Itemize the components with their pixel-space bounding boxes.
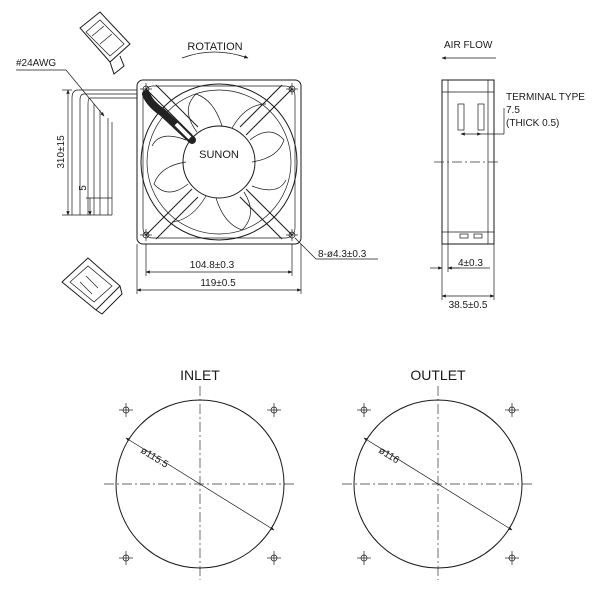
- outlet-circle: [353, 399, 523, 569]
- outlet-hole-marks: [357, 403, 519, 565]
- rotation-label: ROTATION: [187, 41, 242, 53]
- front-view: SUNON: [16, 41, 378, 294]
- lead-length-dim: 310±15: [56, 135, 67, 169]
- terminal-connector-top: [79, 11, 131, 75]
- hub: [182, 125, 256, 199]
- rotation-arrow: [181, 51, 249, 59]
- terminal-type-label: TERMINAL TYPE: [506, 92, 585, 103]
- venturi-ring: [140, 83, 298, 241]
- mount-holes-dim: 8-ø4.3±0.3: [318, 249, 367, 260]
- inlet-circle: [115, 399, 285, 569]
- terminal-pin: [477, 103, 485, 131]
- terminal-thick-label: (THICK 0.5): [506, 118, 559, 129]
- outlet-view: OUTLET ø116: [342, 367, 534, 580]
- inlet-hole-marks: [119, 403, 281, 565]
- outlet-diameter-line: [363, 437, 513, 531]
- air-flow-label: AIR FLOW: [444, 40, 493, 51]
- inlet-diameter-line: [125, 437, 275, 531]
- side-view: AIR FLOW TERMINAL TYPE 7.5 (THICK 0.5) 4…: [430, 40, 585, 311]
- brand-label: SUNON: [199, 149, 239, 161]
- flange-dim: 4±0.3: [458, 258, 483, 269]
- hole-spacing-dim: 104.8±0.3: [190, 260, 235, 271]
- outlet-title: OUTLET: [410, 367, 466, 383]
- fan-frame: [136, 79, 302, 245]
- inlet-view: INLET ø115.5: [104, 367, 296, 580]
- frame-width-dim: 119±0.5: [200, 278, 236, 289]
- terminal-width-label: 7.5: [506, 105, 520, 116]
- wire-gauge-label: #24AWG: [16, 58, 56, 69]
- outlet-diameter-dim: ø116: [376, 445, 401, 466]
- terminal-pin: [457, 103, 465, 131]
- terminal-connector-bottom: [61, 257, 123, 315]
- lead-wire-bundle: [142, 90, 196, 144]
- inlet-title: INLET: [180, 367, 220, 383]
- fan-side-body: [441, 79, 495, 245]
- depth-dim: 38.5±0.5: [449, 300, 488, 311]
- strip-length-dim: 5: [78, 185, 89, 191]
- inlet-diameter-dim: ø115.5: [138, 445, 170, 471]
